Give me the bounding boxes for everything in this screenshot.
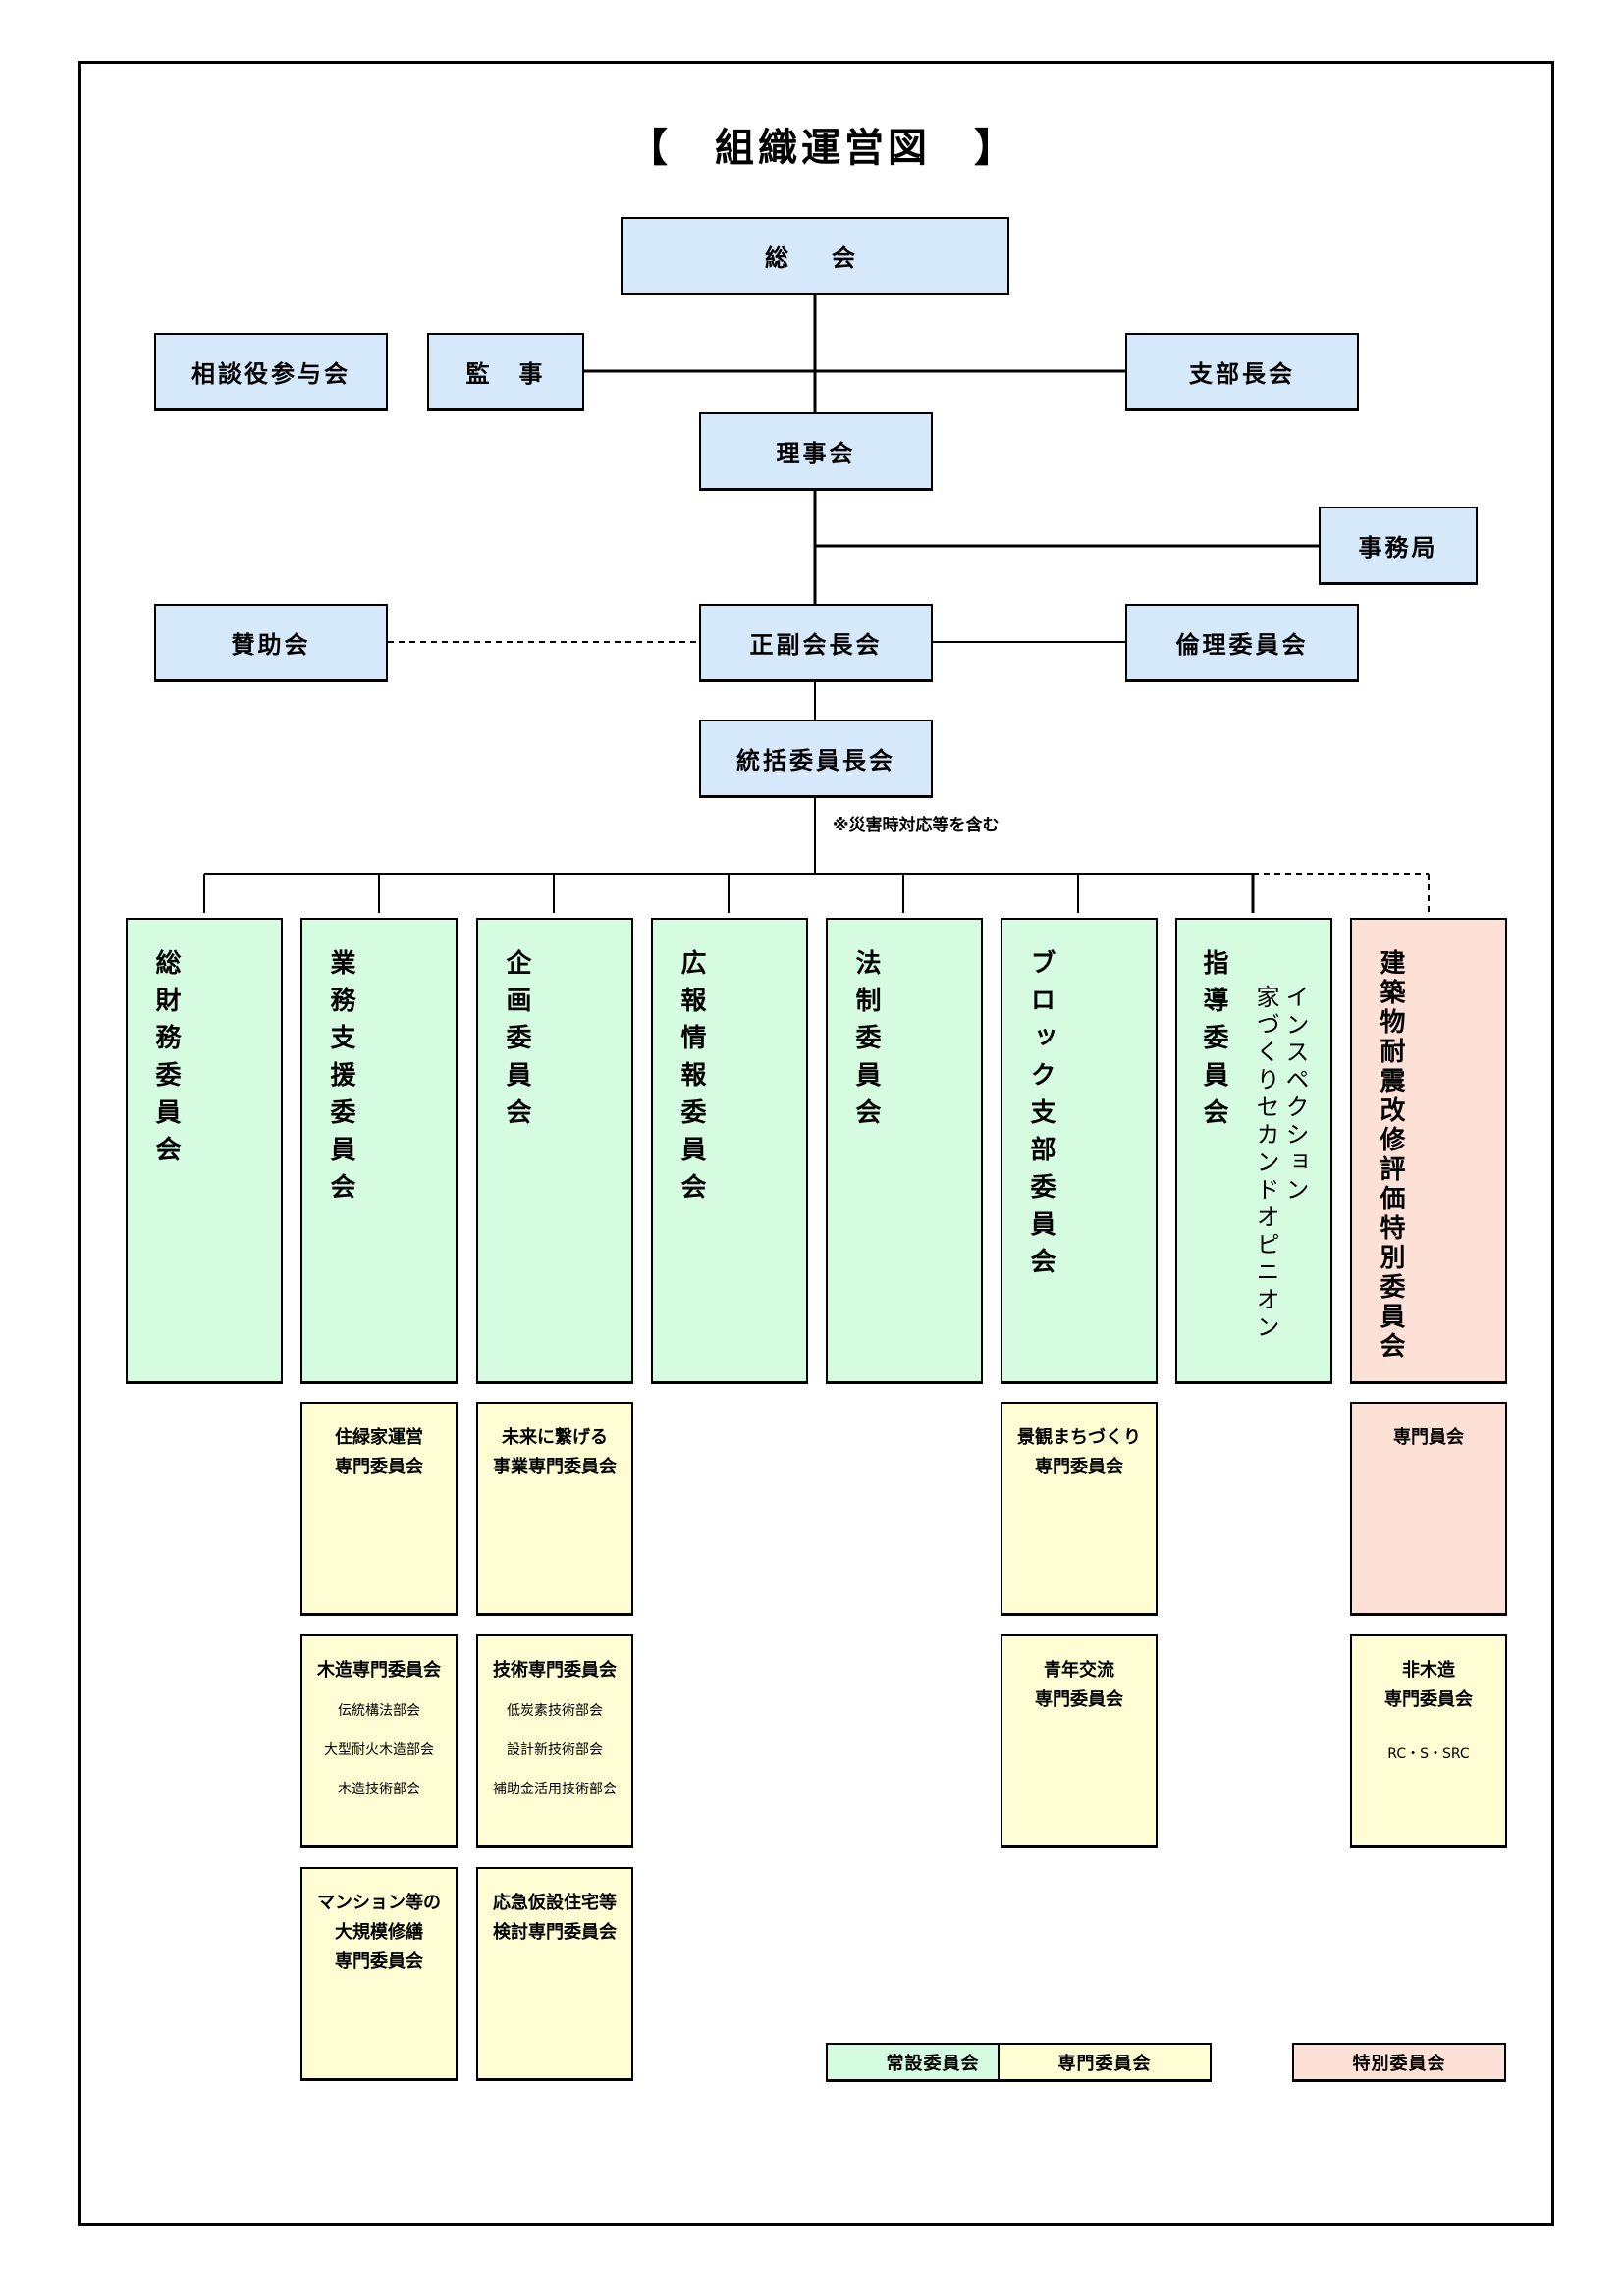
presidents-box[interactable]: 正副会長会 xyxy=(699,604,933,682)
subcommittee-non-wood[interactable]: 非木造 専門委員会 RC・S・SRC xyxy=(1350,1634,1507,1848)
committee-legal[interactable]: 法制委員会 xyxy=(826,918,983,1384)
committee-guidance[interactable]: 指導委員会 家づくりセカンドオピニオン インスペクション xyxy=(1175,918,1332,1384)
secretariat-box[interactable]: 事務局 xyxy=(1319,507,1478,585)
subcommittee-youth[interactable]: 青年交流 専門委員会 xyxy=(1001,1634,1158,1848)
committee-planning[interactable]: 企画委員会 xyxy=(476,918,633,1384)
committee-pr-info[interactable]: 広報情報委員会 xyxy=(651,918,808,1384)
subcommittee-mansion-repair[interactable]: マンション等の 大規模修繕 専門委員会 xyxy=(300,1867,458,2081)
subcommittee-technical[interactable]: 技術専門委員会 低炭素技術部会 設計新技術部会 補助金活用技術部会 xyxy=(476,1634,633,1848)
committee-block-branch[interactable]: ブロック支部委員会 xyxy=(1001,918,1158,1384)
ethics-box[interactable]: 倫理委員会 xyxy=(1125,604,1359,682)
page-title: 【 組織運営図 】 xyxy=(628,126,1017,171)
advisors-box[interactable]: 相談役参与会 xyxy=(154,333,388,411)
branch-heads-box[interactable]: 支部長会 xyxy=(1125,333,1359,411)
disaster-note: ※災害時対応等を含む xyxy=(833,816,1000,835)
subcommittee-jyuryokuka[interactable]: 住緑家運営 専門委員会 xyxy=(300,1402,458,1616)
subcommittee-future[interactable]: 未来に繋げる 事業専門委員会 xyxy=(476,1402,633,1616)
committee-seismic-special[interactable]: 建築物耐震改修評価特別委員会 xyxy=(1350,918,1507,1384)
subcommittee-expert-members[interactable]: 専門員会 xyxy=(1350,1402,1507,1616)
committee-general-finance[interactable]: 総財務委員会 xyxy=(126,918,283,1384)
legend-expert: 専門委員会 xyxy=(998,2043,1212,2082)
page-frame xyxy=(78,61,1554,2226)
auditors-box[interactable]: 監 事 xyxy=(427,333,584,411)
subcommittee-wood[interactable]: 木造専門委員会 伝統構法部会 大型耐火木造部会 木造技術部会 xyxy=(300,1634,458,1848)
legend-special-box: 特別委員会 xyxy=(1292,2043,1506,2082)
board-box[interactable]: 理事会 xyxy=(699,412,933,491)
supporters-box[interactable]: 賛助会 xyxy=(154,604,388,682)
chairs-box[interactable]: 統括委員長会 xyxy=(699,720,933,798)
committee-business-support[interactable]: 業務支援委員会 xyxy=(300,918,458,1384)
subcommittee-temporary-housing[interactable]: 応急仮設住宅等 検討専門委員会 xyxy=(476,1867,633,2081)
subcommittee-townscape[interactable]: 景観まちづくり 専門委員会 xyxy=(1001,1402,1158,1616)
general-assembly-box[interactable]: 総 会 xyxy=(621,217,1009,295)
